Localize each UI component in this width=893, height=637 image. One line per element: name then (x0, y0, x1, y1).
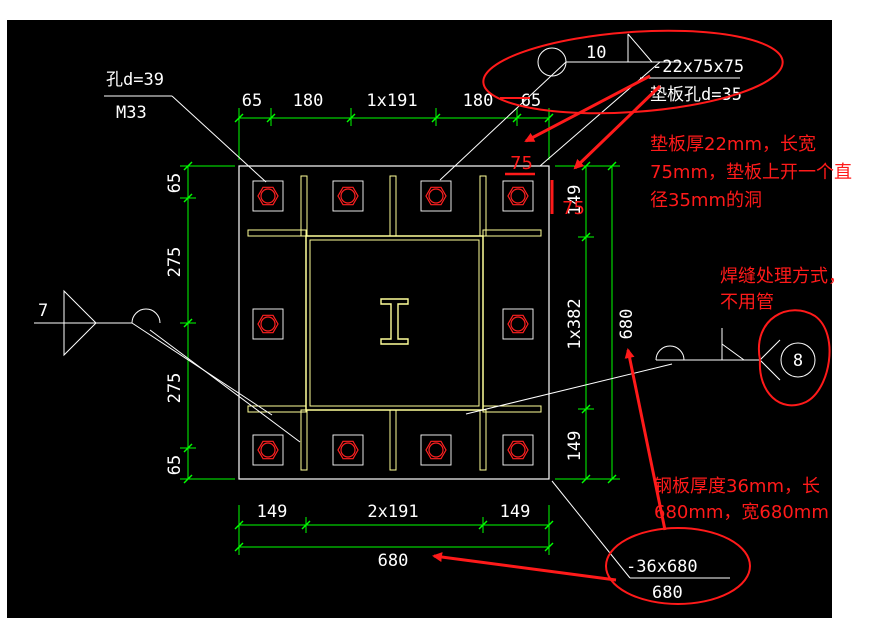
dimension-tick (183, 443, 193, 453)
bolt-icon (332, 434, 364, 466)
washer-dim-a: 75 (510, 153, 533, 174)
weld-symbol-right-icon (465, 328, 816, 415)
dimension-tick (234, 113, 244, 123)
washer-hole: 垫板孔d=35 (650, 85, 742, 105)
washer-arrow-1 (524, 74, 651, 143)
left-dim-4: 65 (165, 455, 185, 475)
weld-right-number: 8 (793, 351, 803, 371)
cad-drawing-canvas (7, 20, 832, 618)
dimension-tick (183, 474, 193, 484)
top-dim-1: 65 (242, 91, 262, 111)
washer-note-line-1: 垫板厚22mm，长宽 (650, 134, 816, 155)
washer-note-line-3: 径35mm的洞 (650, 190, 762, 211)
dimension-tick (544, 113, 554, 123)
red-annotations (432, 29, 831, 605)
i-beam-icon (380, 298, 409, 345)
plate-highlight-ellipse (605, 527, 751, 605)
left-dim-1: 65 (165, 173, 185, 193)
bottom-dim-1: 149 (257, 502, 288, 522)
washer-spec: -22x75x75 (652, 57, 744, 77)
dimension-tick (607, 474, 617, 484)
dimension-ticks (183, 113, 617, 552)
plate-arrow-2 (432, 552, 617, 582)
bolt-icon (420, 180, 452, 212)
bottom-dim-2: 2x191 (367, 502, 418, 522)
washer-highlight-ellipse (482, 29, 784, 115)
weld-highlight-ellipse (757, 309, 831, 407)
dimension-tick (478, 520, 488, 530)
right-dim-2: 1x382 (565, 298, 585, 349)
right-dim-1: 149 (565, 185, 585, 216)
dimension-tick (544, 542, 554, 552)
weld-left-number: 7 (38, 301, 48, 321)
dimension-tick (581, 404, 591, 414)
dimension-tick (544, 520, 554, 530)
dimension-tick (581, 474, 591, 484)
dimension-tick (183, 318, 193, 328)
bolt-icon (502, 308, 534, 340)
weld-note-line-2: 不用管 (720, 292, 774, 313)
dimension-tick (234, 542, 244, 552)
column-inner-outline (309, 239, 480, 407)
bolt-icon (252, 308, 284, 340)
left-dim-3: 275 (165, 373, 185, 404)
top-dim-2: 180 (293, 91, 324, 111)
weld-symbol-icon (34, 289, 301, 443)
weld-note-line-1: 焊缝处理方式， (720, 266, 846, 287)
bolt-icon (332, 180, 364, 212)
plate-spec-below: 680 (652, 583, 683, 603)
dimension-lines (180, 108, 620, 555)
top-dim-3: 1x191 (366, 91, 417, 111)
washer-dim-b: 75 (562, 198, 585, 219)
top-dim-4: 180 (463, 91, 494, 111)
anchor-bolts (252, 180, 534, 466)
dimension-tick (581, 232, 591, 242)
left-dim-2: 275 (165, 247, 185, 278)
washer-arrow-2 (573, 84, 662, 170)
base-plate-outline (238, 165, 550, 480)
hole-label-bottom: M33 (116, 103, 147, 123)
stiffeners (247, 175, 542, 471)
right-dim-3: 149 (565, 431, 585, 462)
plate-note-line-1: 钢板厚度36mm，长 (654, 476, 820, 497)
weld-top-number: 10 (586, 43, 606, 63)
dimension-tick (607, 161, 617, 171)
dimension-tick (346, 113, 356, 123)
plate-arrow-1 (624, 348, 667, 531)
hole-label-top: 孔d=39 (106, 70, 164, 90)
plate-note-line-2: 680mm，宽680mm (654, 502, 829, 523)
bolt-icon (420, 434, 452, 466)
bolt-icon (502, 434, 534, 466)
dimension-tick (234, 520, 244, 530)
bolt-icon (252, 180, 284, 212)
bolt-icon (502, 180, 534, 212)
washer-note-line-2: 75mm，垫板上开一个直 (650, 162, 852, 183)
bolt-icon (252, 434, 284, 466)
column-outline (305, 235, 484, 411)
dimension-tick (301, 520, 311, 530)
dimension-tick (266, 113, 276, 123)
hole-leader-line (171, 95, 267, 183)
dimension-tick (183, 193, 193, 203)
dimension-tick (512, 113, 522, 123)
dimension-tick (183, 161, 193, 171)
bottom-dim-3: 149 (500, 502, 531, 522)
plate-leader-line (551, 480, 631, 579)
bottom-total-dim: 680 (378, 551, 409, 571)
plate-spec: -36x680 (626, 557, 698, 577)
right-total-dim: 680 (617, 309, 637, 340)
dimension-tick (431, 113, 441, 123)
